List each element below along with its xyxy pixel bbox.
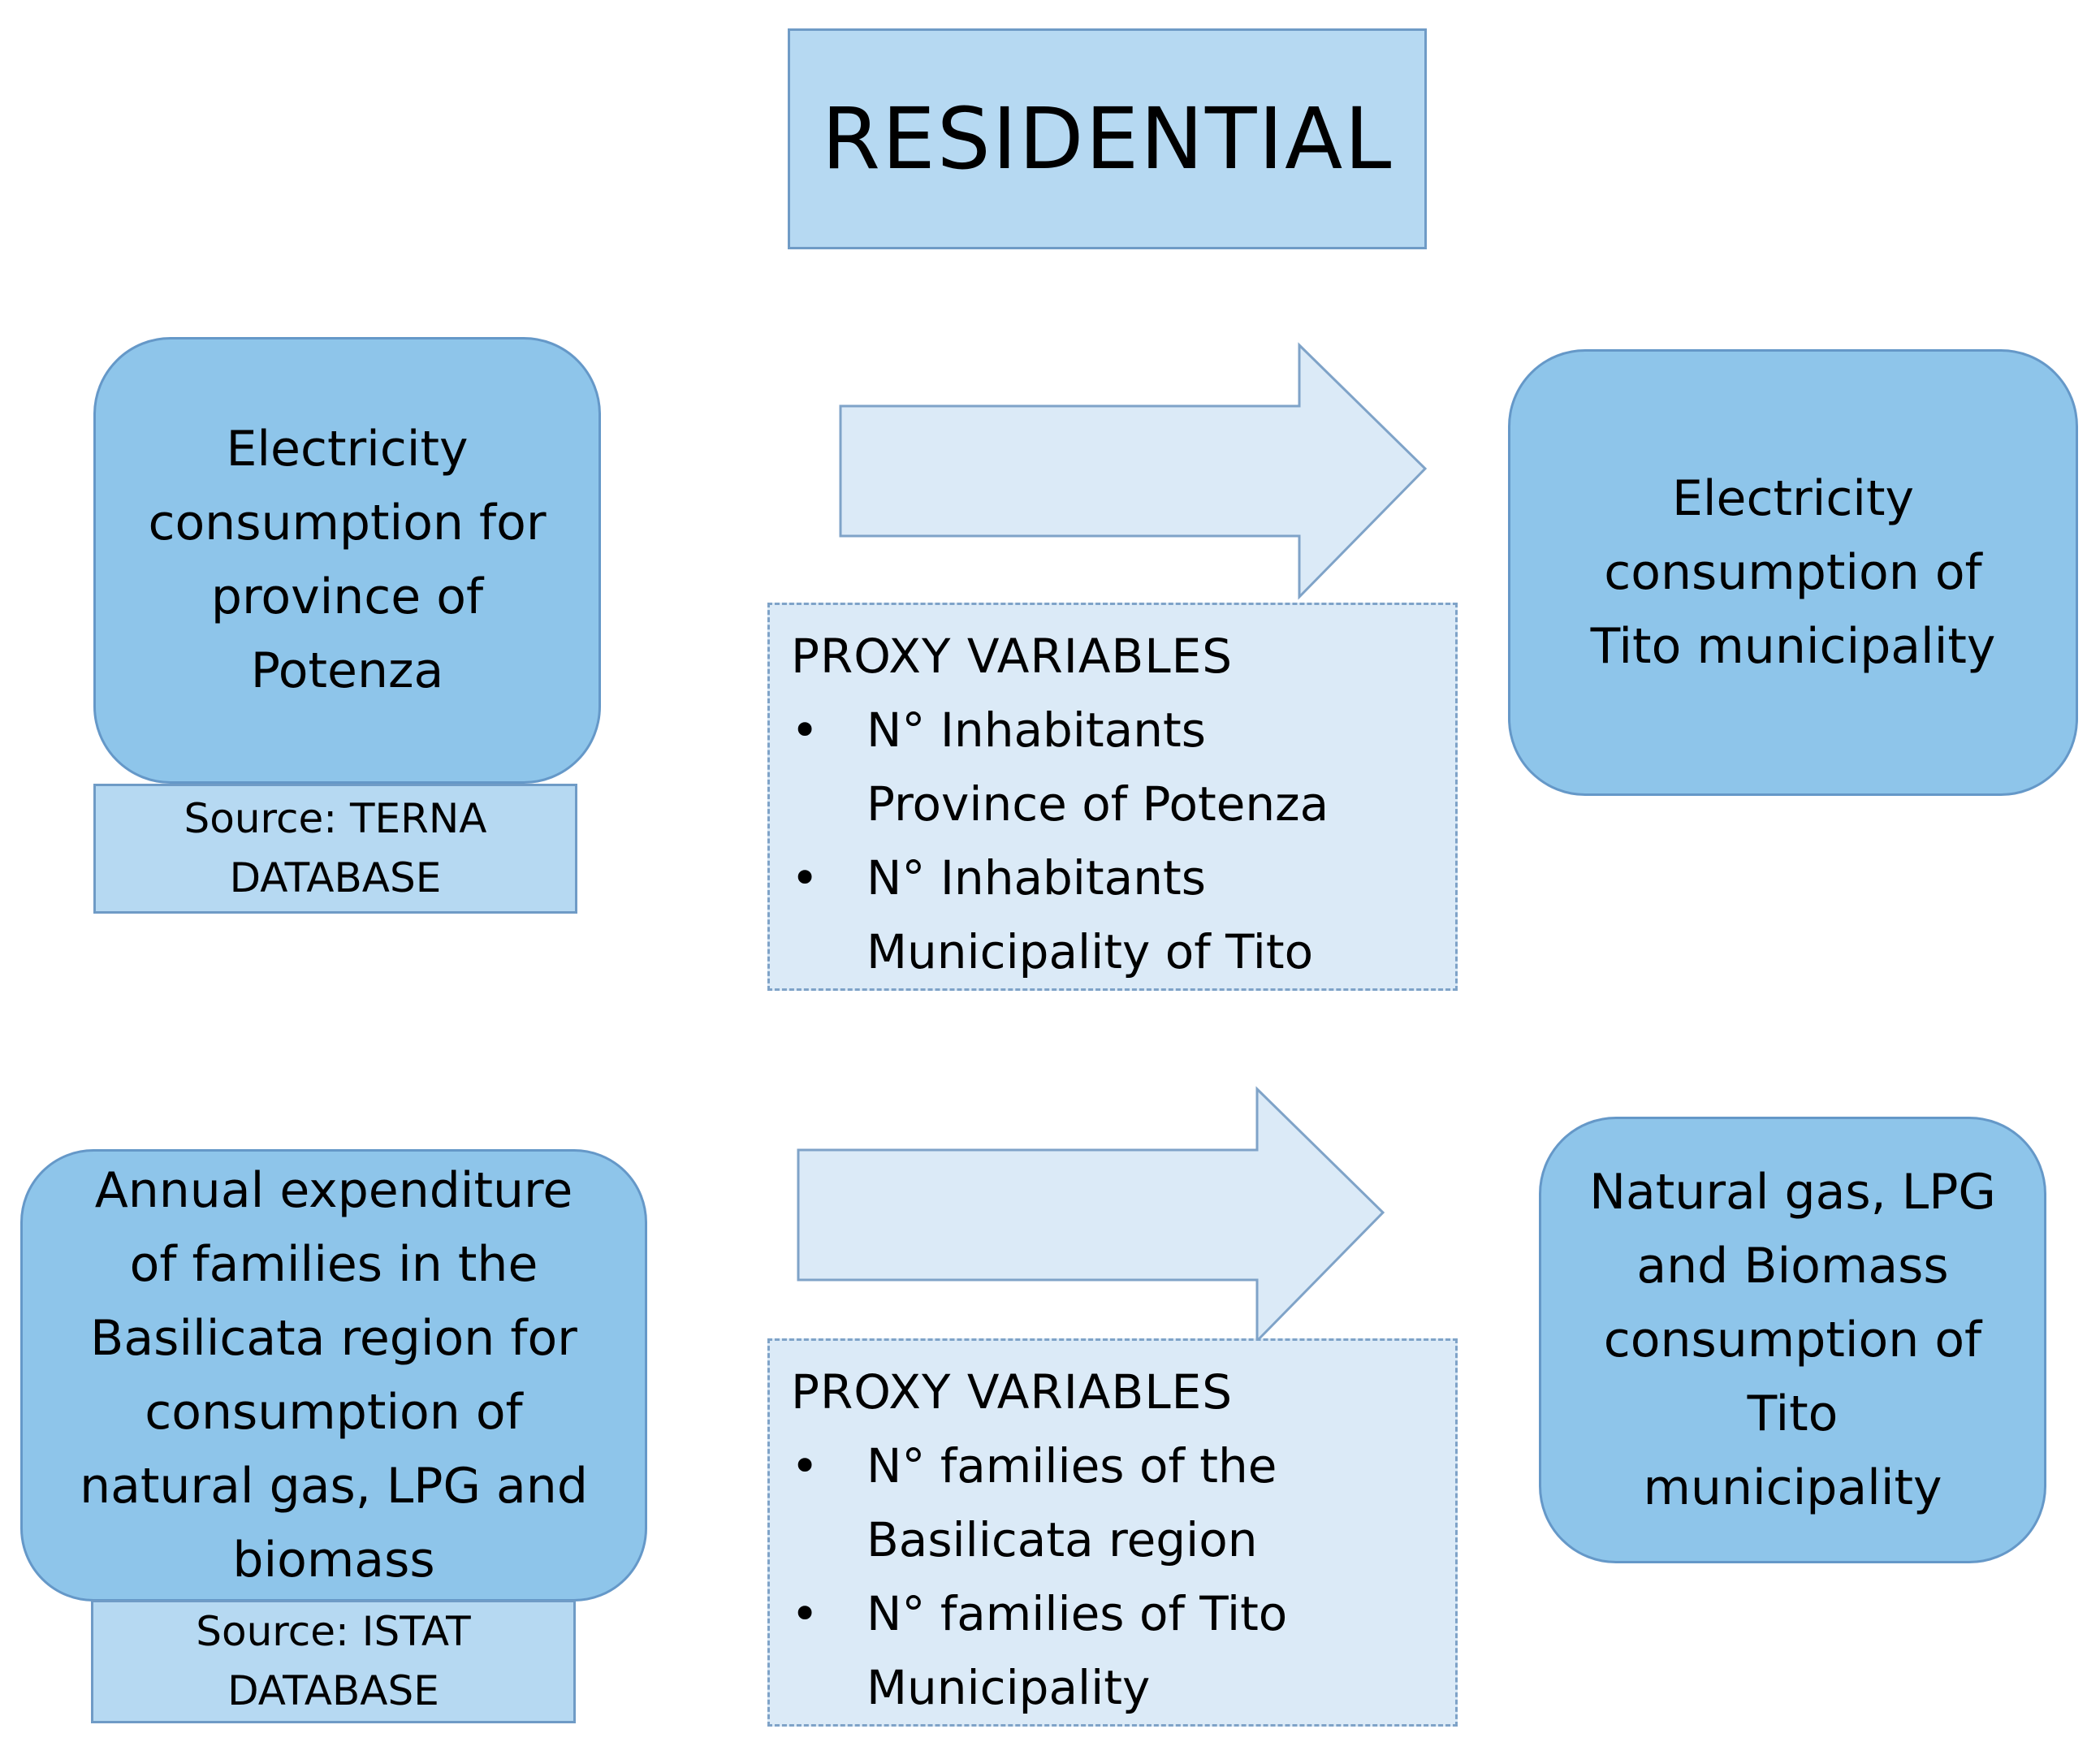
istat-source-box: Source: ISTAT DATABASE [91, 1600, 576, 1723]
terna-source-box: Source: TERNA DATABASE [93, 784, 577, 914]
arrow-right-icon [797, 1086, 1385, 1344]
proxy-variable-item: N° families of the Basilicata region [791, 1429, 1434, 1577]
proxy-variables-list: N° Inhabitants Province of Potenza N° In… [791, 694, 1434, 989]
annual-expenditure-box: Annual expenditure of families in the Ba… [20, 1149, 647, 1602]
proxy-variables-heading: PROXY VARIABLES [791, 1364, 1234, 1420]
proxy-variables-box-electricity: PROXY VARIABLES N° Inhabitants Province … [767, 603, 1458, 991]
proxy-variables-list: N° families of the Basilicata region N° … [791, 1429, 1434, 1725]
proxy-variable-item: N° Inhabitants Province of Potenza [791, 694, 1434, 841]
electricity-province-box: Electricity consumption for province of … [93, 337, 601, 784]
proxy-variable-item: N° families of Tito Municipality [791, 1577, 1434, 1725]
proxy-variables-box-gas: PROXY VARIABLES N° families of the Basil… [767, 1338, 1458, 1727]
proxy-variables-heading: PROXY VARIABLES [791, 629, 1234, 684]
gas-lpg-biomass-tito-box: Natural gas, LPG and Biomass consumption… [1539, 1117, 2046, 1563]
proxy-variable-item: N° Inhabitants Municipality of Tito [791, 841, 1434, 989]
electricity-tito-box: Electricity consumption of Tito municipa… [1508, 349, 2078, 796]
residential-title: RESIDENTIAL [788, 28, 1427, 249]
arrow-right-icon [839, 342, 1428, 600]
